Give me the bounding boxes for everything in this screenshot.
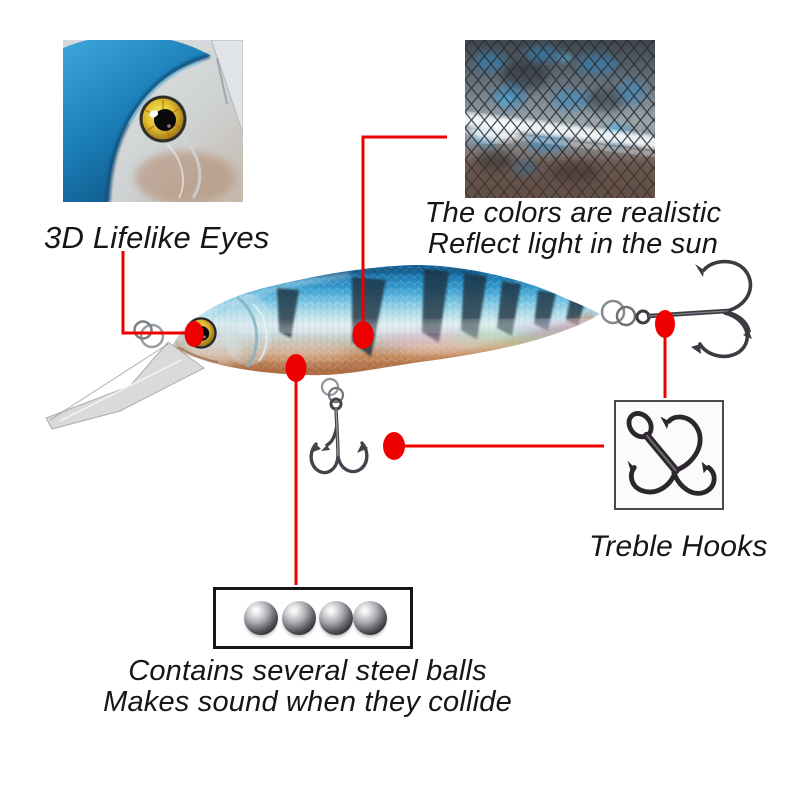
lure-body: [173, 265, 600, 376]
steel-ball: [353, 601, 387, 635]
nose-split-ring: [133, 320, 165, 349]
callout-dot-rear-hook: [655, 310, 675, 338]
lure-eye: [184, 316, 218, 350]
front-treble-hook: [309, 397, 369, 475]
iridescent-sheen: [185, 322, 600, 366]
label-3d-lifelike-eyes: 3D Lifelike Eyes: [44, 220, 270, 255]
callout-dot-rattle: [285, 354, 307, 382]
dark-bars: [277, 269, 585, 357]
callout-line-eyes: [121, 251, 187, 335]
scales-closeup-photo: [465, 40, 655, 198]
steel-ball: [282, 601, 316, 635]
treble-hook-photo: [614, 400, 724, 510]
treble-hook-illustration: [626, 411, 717, 496]
callout-dot-front-hook: [383, 432, 405, 460]
steel-ball: [319, 601, 353, 635]
label-realistic-colors: The colors are realistic Reflect light i…: [420, 198, 726, 260]
belly-hanger-ring: [320, 377, 345, 404]
label-realistic-colors-line1: The colors are realistic: [424, 197, 722, 229]
callout-dot-eye: [184, 321, 204, 347]
tail-split-ring: [600, 299, 637, 327]
steel-ball: [244, 601, 278, 635]
label-steel-balls-line2: Makes sound when they collide: [103, 686, 512, 718]
steel-balls-photo: [213, 587, 413, 649]
label-realistic-colors-line2: Reflect light in the sun: [427, 228, 719, 260]
callout-dot-finish: [352, 321, 374, 349]
eye-closeup-illustration: [63, 40, 243, 202]
label-steel-balls-line1: Contains several steel balls: [128, 655, 487, 687]
scales-illustration: [465, 40, 655, 198]
lure-eye-closeup: [138, 94, 188, 144]
label-treble-hooks: Treble Hooks: [589, 530, 768, 563]
rear-treble-hook: [635, 259, 753, 359]
label-steel-balls: Contains several steel balls Makes sound…: [55, 656, 560, 718]
eye-closeup-photo: [63, 40, 243, 202]
diving-lip: [45, 341, 205, 430]
